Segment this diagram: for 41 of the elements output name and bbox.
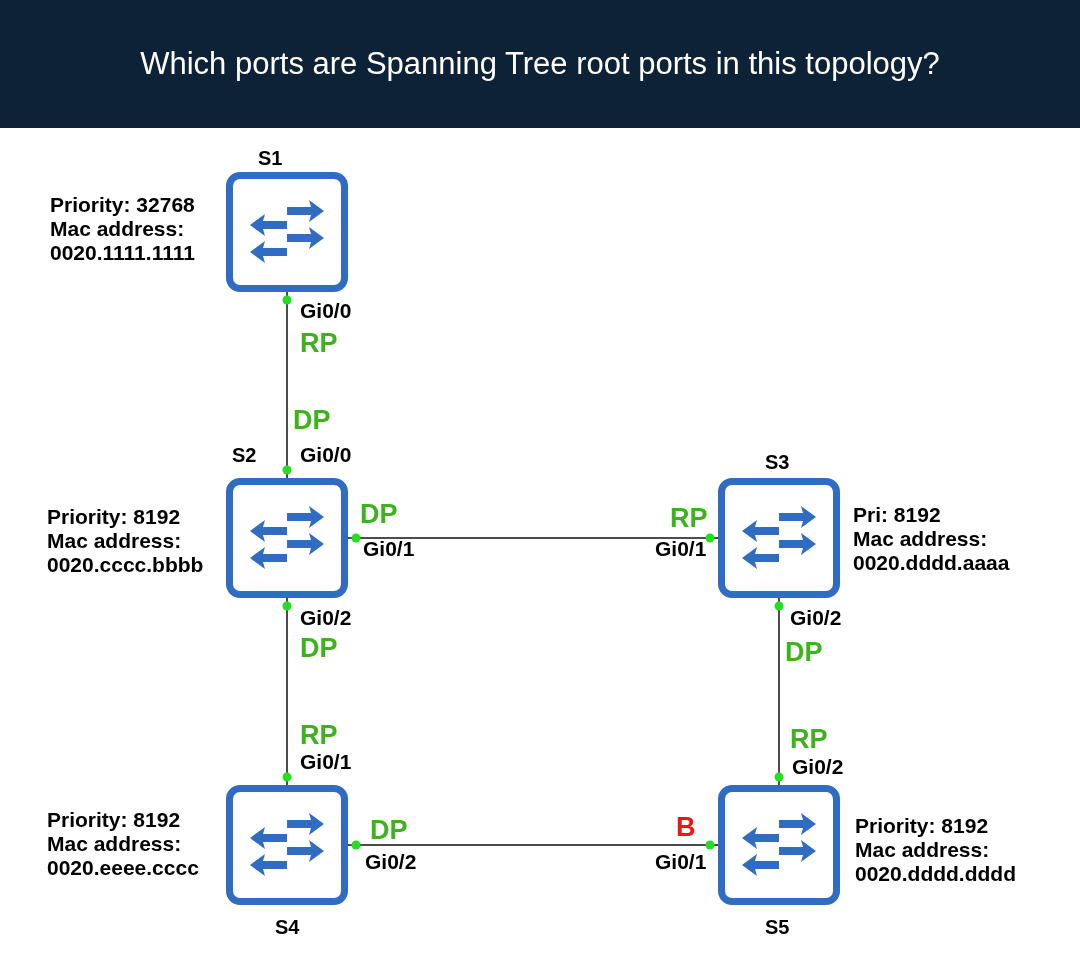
- port-name: Gi0/1: [655, 537, 707, 561]
- switch-details-text: Mac address: 0020.eeee.cccc: [47, 832, 200, 880]
- port-role: DP: [370, 815, 408, 845]
- link-line: [347, 840, 719, 850]
- port-name: Gi0/2: [300, 606, 352, 630]
- switch-details-text: Mac address: 0020.1111.1111: [50, 217, 196, 265]
- port-role: DP: [785, 637, 823, 667]
- port-role: B: [676, 812, 696, 842]
- port-name: Gi0/1: [655, 850, 707, 874]
- switch-name: S1: [258, 146, 283, 170]
- switch-name: S3: [765, 450, 790, 474]
- port-name: Gi0/2: [365, 850, 417, 874]
- switch-name: S2: [232, 443, 257, 467]
- switch-details-text: Priority: 8192: [855, 814, 990, 838]
- link-line: [774, 597, 784, 786]
- switch-details-text: Mac address: 0020.cccc.bbbb: [47, 529, 205, 577]
- port-name: Gi0/1: [363, 537, 415, 561]
- port-name: Gi0/2: [792, 755, 844, 779]
- link-line: [347, 533, 719, 543]
- switch-details-text: Priority: 32768: [50, 193, 196, 217]
- port-name: Gi0/1: [300, 750, 352, 774]
- title-text: Which ports are Spanning Tree root ports in this topology?: [140, 44, 940, 83]
- link-line: [282, 597, 292, 786]
- port-role: RP: [300, 720, 338, 750]
- port-name: Gi0/2: [790, 606, 842, 630]
- port-role: DP: [360, 499, 398, 529]
- switch-details-text: Mac address: 0020.dddd.aaaa: [853, 527, 1011, 575]
- switch-details-text: Priority: 8192: [47, 505, 182, 529]
- switch-details-text: Priority: 8192: [47, 808, 182, 832]
- switch-name: S4: [275, 915, 300, 939]
- port-name: Gi0/0: [300, 299, 352, 323]
- link-line: [282, 291, 292, 479]
- switch-details-text: Mac address: 0020.dddd.dddd: [855, 838, 1017, 886]
- port-name: Gi0/0: [300, 443, 352, 467]
- switch-details-text: Pri: 8192: [853, 503, 942, 527]
- port-role: DP: [293, 405, 331, 435]
- port-role: RP: [300, 328, 338, 358]
- port-role: RP: [790, 724, 828, 754]
- switch-name: S5: [765, 915, 790, 939]
- port-role: DP: [300, 633, 338, 663]
- port-role: RP: [670, 503, 708, 533]
